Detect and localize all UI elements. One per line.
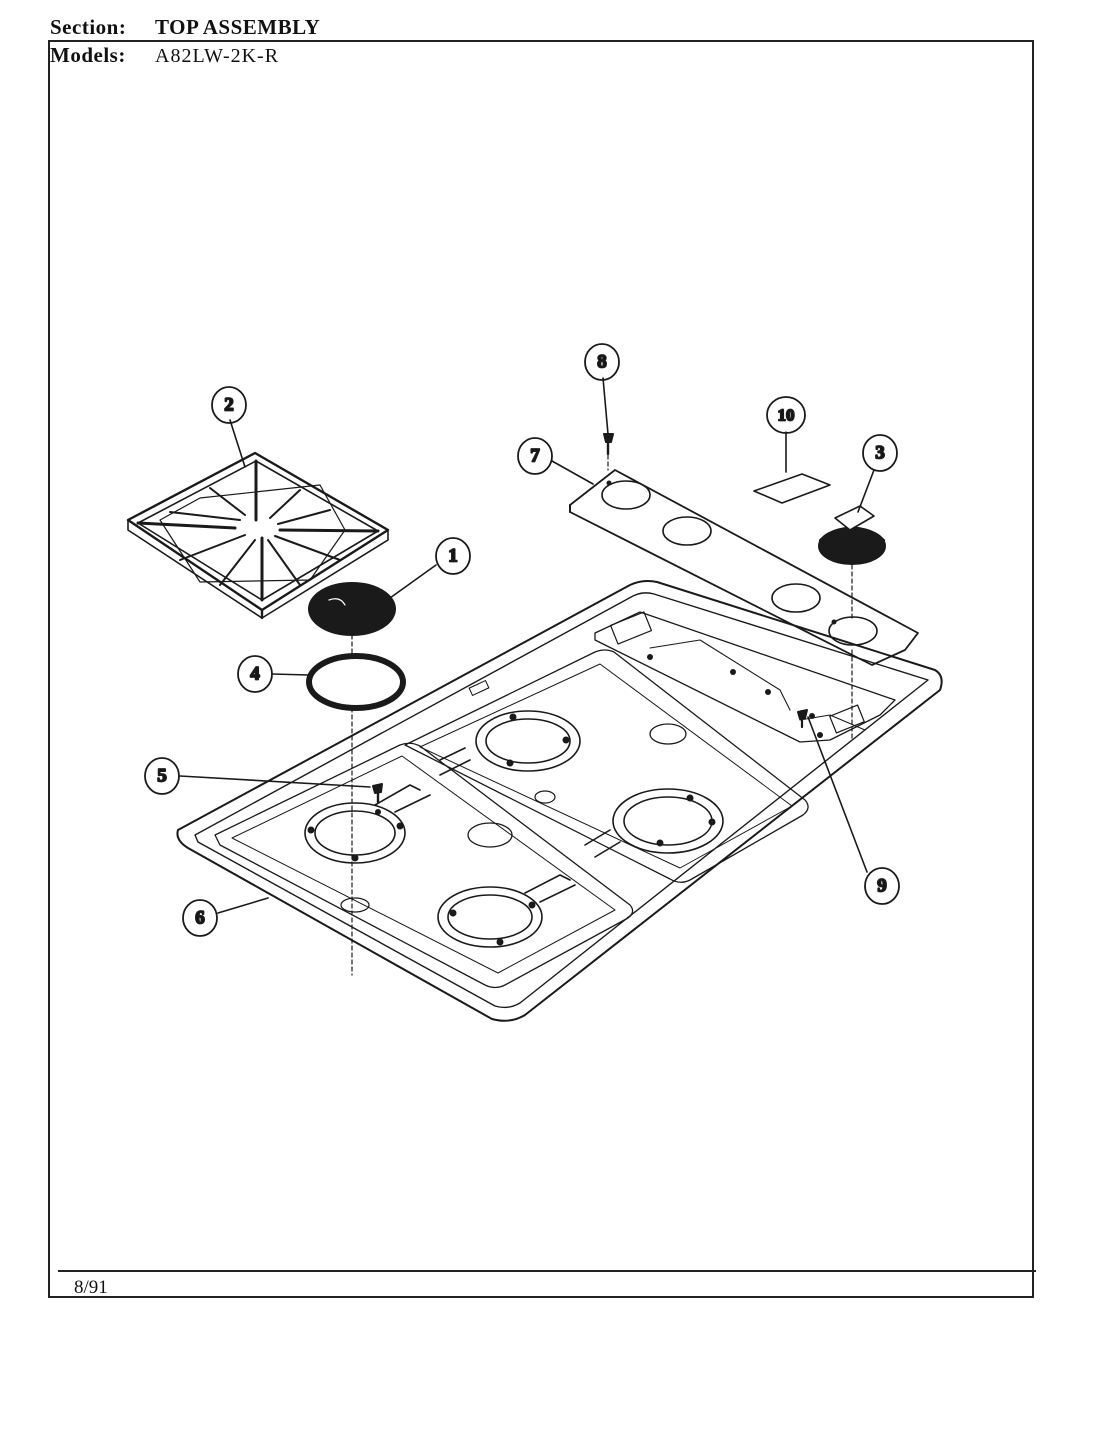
hinge-screw [797,709,808,729]
callout-2: 2 [211,386,247,424]
model-number: A82LW-2K-R [155,45,280,67]
callout-10-number: 10 [778,406,795,425]
leader-lines [179,377,875,914]
control-panel [569,469,919,666]
callout-5-number: 5 [157,766,167,787]
callout-1: 1 [435,537,471,575]
burner-cap [308,582,396,636]
revision-date: 8/91 [74,1277,108,1298]
callout-7: 7 [517,437,553,475]
callout-3-number: 3 [875,443,885,464]
callout-6: 6 [182,899,218,937]
callout-2-number: 2 [224,395,234,416]
callout-10: 10 [766,396,806,434]
cooktop-main-top [176,580,943,1022]
callout-1-number: 1 [448,546,458,567]
diagram-frame [48,40,1034,1298]
callout-9-number: 9 [877,876,887,897]
footer-divider [58,1270,1036,1272]
callout-6-number: 6 [195,908,205,929]
burner-screw [372,783,383,804]
callout-4-number: 4 [250,664,260,685]
callout-3: 3 [862,434,898,472]
callout-4: 4 [237,655,273,693]
alignment-lines [351,454,853,976]
callout-8: 8 [584,343,620,381]
models-label: Models: [50,43,126,67]
panel-screw [603,433,614,456]
callout-5: 5 [144,757,180,795]
callout-9: 9 [864,867,900,905]
panel-label [753,473,831,504]
control-knob [818,505,886,565]
callout-markers: 1 2 3 4 5 6 7 8 9 10 [144,343,900,937]
callout-7-number: 7 [530,446,540,467]
callout-8-number: 8 [597,352,607,373]
burner-grate [126,451,390,620]
burner-ring [306,653,406,711]
section-label: Section: [50,15,127,39]
section-title: TOP ASSEMBLY [155,15,321,39]
